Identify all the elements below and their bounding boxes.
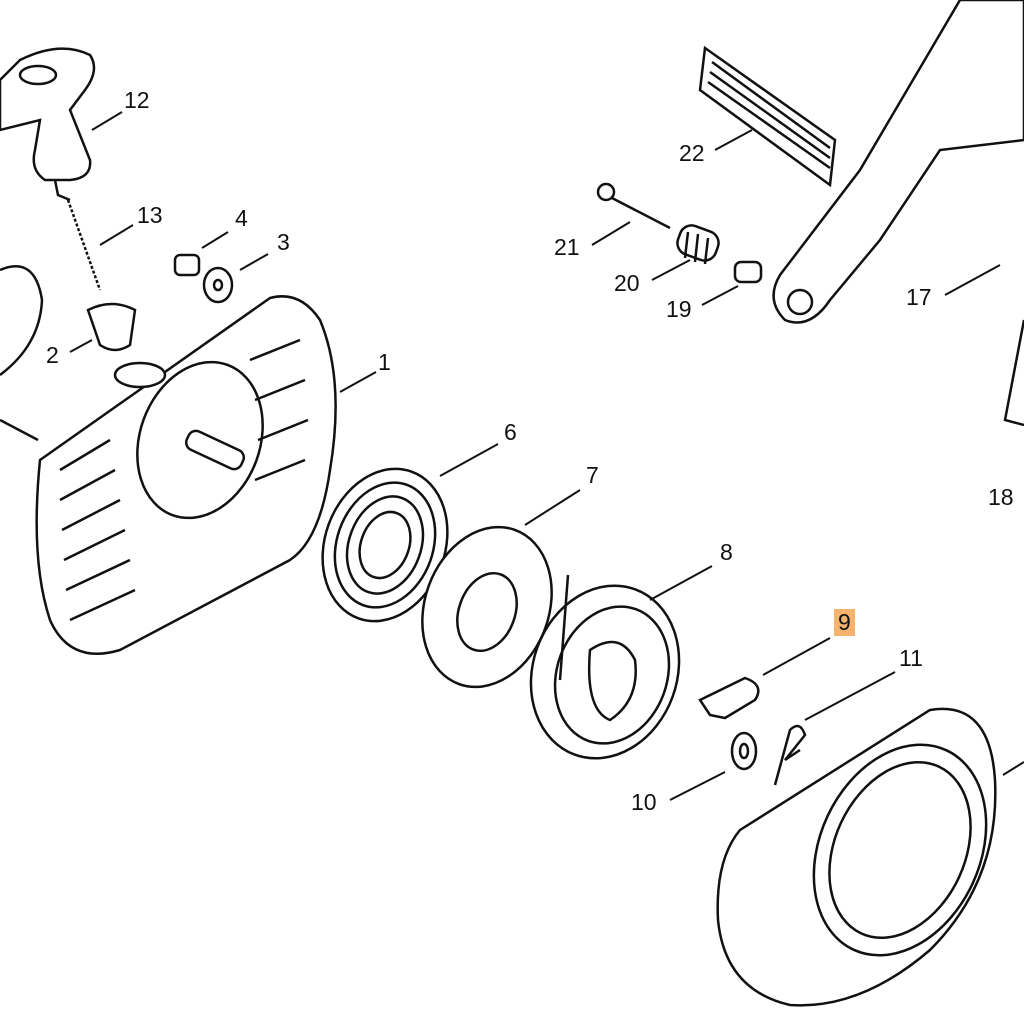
label-1: 1: [378, 349, 391, 375]
fan-housing-cover: [716, 707, 997, 1007]
label-20: 20: [614, 270, 640, 296]
label-19: 19: [666, 296, 692, 322]
label-4: 4: [235, 205, 248, 231]
label-6: 6: [504, 419, 517, 445]
leader-lines: [69, 111, 1024, 801]
part-12-starter-grip[interactable]: [0, 47, 96, 202]
label-18: 18: [988, 484, 1014, 510]
label-7: 7: [586, 462, 599, 488]
part-22-grille[interactable]: [698, 45, 837, 188]
part-8-rope-rotor[interactable]: [507, 565, 703, 780]
label-12: 12: [124, 87, 150, 113]
part-17-handle[interactable]: [772, 0, 1024, 427]
partial-disc: [0, 265, 44, 376]
part-21-screw[interactable]: [596, 182, 671, 230]
label-11: 11: [899, 645, 923, 671]
label-8: 8: [720, 539, 733, 565]
part-20-spring[interactable]: [674, 222, 722, 265]
part-3-washer[interactable]: [202, 266, 234, 304]
part-10-washer[interactable]: [730, 731, 758, 771]
part-19-pin[interactable]: [733, 260, 763, 284]
label-3: 3: [277, 229, 290, 255]
label-21: 21: [554, 234, 580, 260]
part-9-pawl[interactable]: [698, 676, 760, 720]
label-9-highlighted[interactable]: 9: [834, 609, 855, 636]
part-4-screw[interactable]: [173, 253, 201, 277]
screw: [0, 418, 39, 442]
label-13: 13: [137, 202, 163, 228]
part-2-bushing[interactable]: [86, 302, 137, 352]
part-11-spring-clip[interactable]: [773, 724, 807, 786]
label-22: 22: [679, 140, 705, 166]
part-13-rope[interactable]: [66, 199, 102, 291]
part-1-fan-housing[interactable]: [35, 295, 337, 655]
label-2: 2: [46, 342, 59, 368]
label-10: 10: [631, 789, 657, 815]
label-17: 17: [906, 284, 932, 310]
